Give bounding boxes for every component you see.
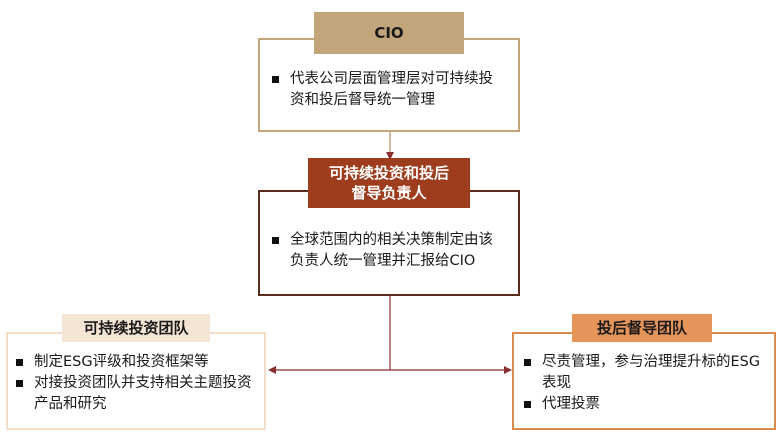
right-team-title: 投后督导团队 <box>596 319 687 337</box>
cio-bullet: 代表公司层面管理层对可持续投资和投后督导统一管理 <box>270 69 502 111</box>
left-team-box: 制定ESG评级和投资框架等 对接投资团队并支持相关主题投资产品和研究 <box>6 332 266 430</box>
left-team-bullets: 制定ESG评级和投资框架等 对接投资团队并支持相关主题投资产品和研究 <box>14 352 258 415</box>
left-team-header: 可持续投资团队 <box>62 314 210 342</box>
cio-header: CIO <box>314 12 464 54</box>
lead-header: 可持续投资和投后 督导负责人 <box>308 158 470 208</box>
left-team-title: 可持续投资团队 <box>83 319 189 337</box>
right-team-box: 尽责管理，参与治理提升标的ESG表现 代理投票 <box>512 332 776 430</box>
right-team-bullets: 尽责管理，参与治理提升标的ESG表现 代理投票 <box>522 352 768 415</box>
right-team-bullet: 代理投票 <box>522 394 768 415</box>
cio-title: CIO <box>374 24 404 42</box>
right-team-header: 投后督导团队 <box>572 314 712 342</box>
lead-bullet: 全球范围内的相关决策制定由该负责人统一管理并汇报给CIO <box>270 230 502 272</box>
lead-title-line2: 督导负责人 <box>351 184 427 202</box>
right-team-bullet: 尽责管理，参与治理提升标的ESG表现 <box>522 352 768 394</box>
left-team-bullet: 制定ESG评级和投资框架等 <box>14 352 258 373</box>
lead-bullets: 全球范围内的相关决策制定由该负责人统一管理并汇报给CIO <box>270 230 502 272</box>
cio-bullets: 代表公司层面管理层对可持续投资和投后督导统一管理 <box>270 69 502 111</box>
lead-title-line1: 可持续投资和投后 <box>328 164 449 182</box>
left-team-bullet: 对接投资团队并支持相关主题投资产品和研究 <box>14 373 258 415</box>
